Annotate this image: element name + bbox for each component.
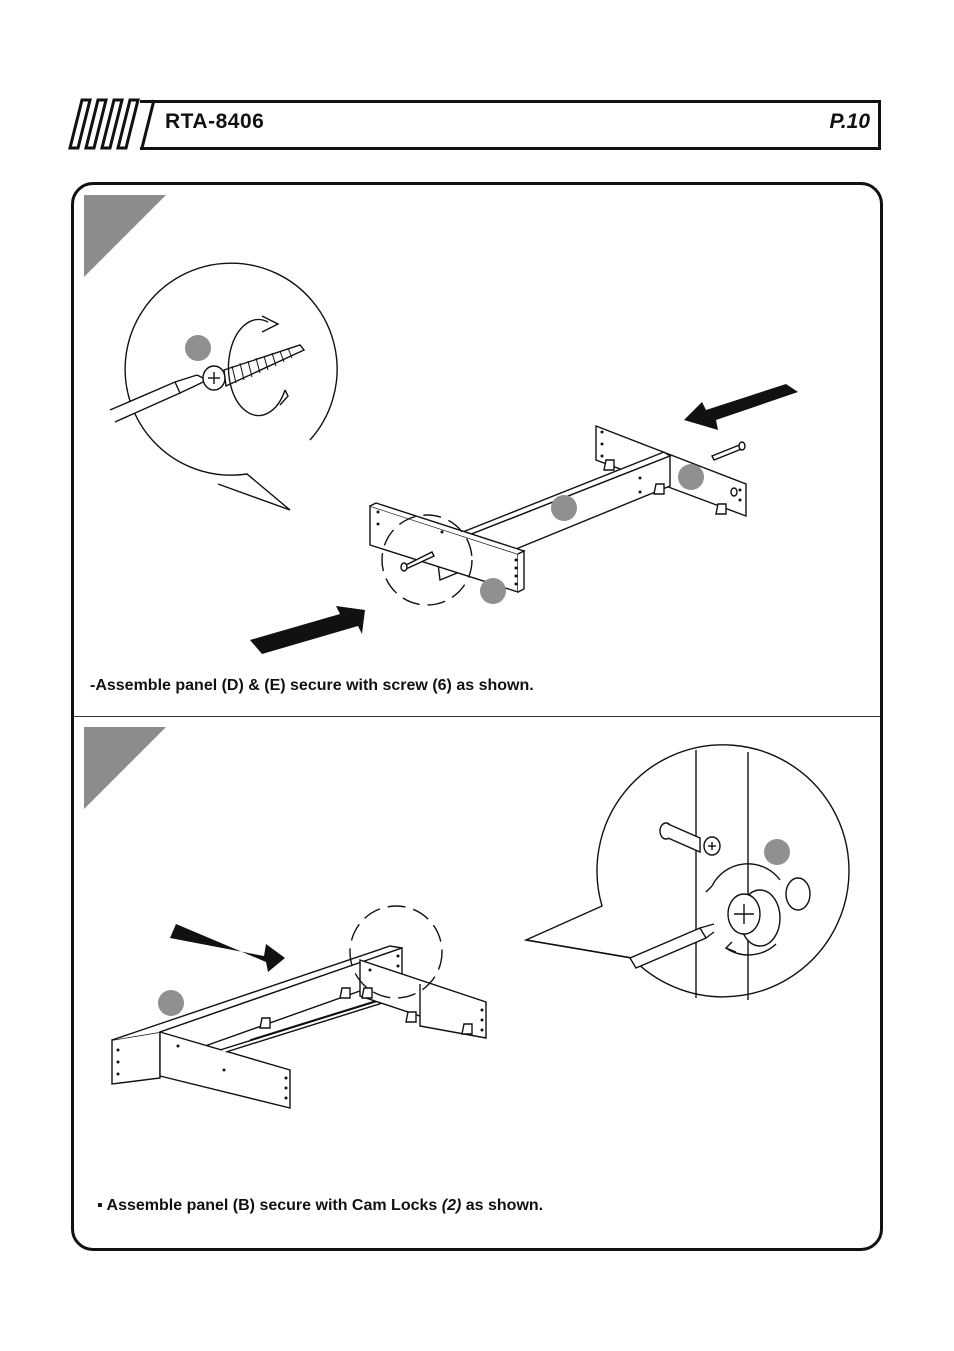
step-1-marker — [84, 195, 166, 277]
step-1-illustration — [109, 262, 798, 654]
step-1-caption: -Assemble panel (D) & (E) secure with sc… — [90, 677, 534, 694]
model-number: RTA-8406 — [165, 110, 265, 133]
header-bar — [140, 100, 881, 150]
step-2-caption-quantity: (2) — [441, 1197, 462, 1214]
step-2-caption: ▪ Assemble panel (B) secure with Cam Loc… — [97, 1197, 543, 1215]
header-stripes-logo — [68, 98, 156, 150]
step-2-caption-text: ▪ Assemble panel (B) secure with Cam Loc… — [97, 1197, 442, 1214]
step-divider — [74, 716, 880, 717]
page-number: P.10 — [829, 110, 871, 133]
instruction-panel — [71, 182, 883, 1251]
step-2-marker — [84, 727, 166, 809]
step-2-caption-end: as shown. — [461, 1197, 544, 1214]
